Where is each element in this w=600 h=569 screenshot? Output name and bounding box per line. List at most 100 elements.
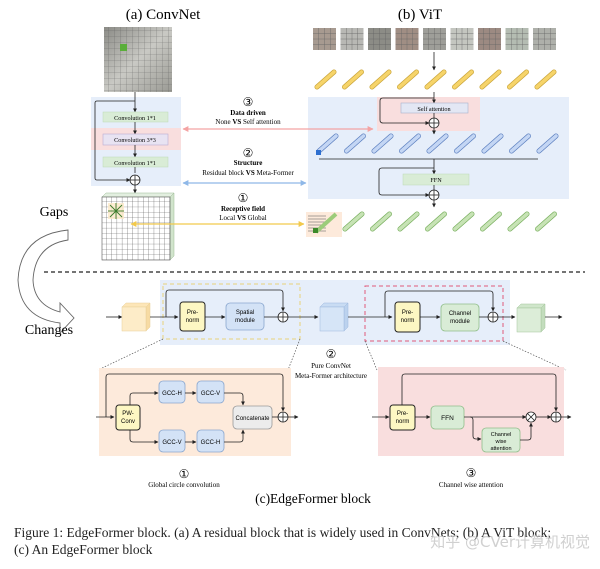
image-patch xyxy=(450,28,474,50)
cwa-label-3: attention xyxy=(490,446,511,452)
edgeformer-title: (c)EdgeFormer block xyxy=(255,491,371,506)
image-patch xyxy=(533,28,556,50)
conv-layer-1-label: Convolution 1*1 xyxy=(114,115,156,122)
zoom-lines xyxy=(97,338,567,371)
image-patch xyxy=(423,28,446,50)
token xyxy=(426,133,449,154)
token xyxy=(397,211,420,232)
vit-tokens-blue xyxy=(316,133,559,155)
gcc-add-icon xyxy=(277,411,289,423)
channel-prenorm-label-1: Pre- xyxy=(402,310,413,316)
svg-text:Channel wise attention: Channel wise attention xyxy=(439,481,504,489)
vit-patches xyxy=(313,28,556,50)
self-attention-box xyxy=(400,102,469,114)
input-cube xyxy=(121,302,151,332)
cwa-prenorm-label-1: Pre- xyxy=(397,411,408,417)
token xyxy=(344,133,366,154)
token xyxy=(481,133,504,154)
token xyxy=(507,69,529,90)
image-patch xyxy=(313,28,336,50)
channel-add-icon xyxy=(487,311,499,323)
gcc-h-bottom-label: GCC-H xyxy=(201,440,221,446)
gcc-v-bottom xyxy=(158,429,186,453)
convnet-feature-map xyxy=(101,192,175,261)
image-patch xyxy=(368,28,391,50)
middle-annotation: ② Pure ConvNet Meta-Former architecture xyxy=(295,347,367,380)
cwa-label-1: Channel xyxy=(491,432,512,438)
token xyxy=(369,69,392,90)
gcc-v-top-label: GCC-V xyxy=(201,391,220,397)
token xyxy=(509,133,531,154)
conv-layer-3 xyxy=(102,156,169,168)
watermark: 知乎 @CVer计算机视觉 xyxy=(430,533,590,551)
gaps-label: Gaps xyxy=(40,205,69,220)
token xyxy=(342,69,364,90)
caption-line-2: (c) An EdgeFormer block xyxy=(14,542,153,557)
token xyxy=(452,69,474,90)
svg-text:②: ② xyxy=(326,347,337,361)
svg-text:Residual block VS Meta-Former: Residual block VS Meta-Former xyxy=(202,169,294,177)
cwa-label-2: wise xyxy=(494,439,506,445)
token xyxy=(371,133,394,154)
spatial-label-1: Spatial xyxy=(236,310,254,316)
prenorm-label-2: norm xyxy=(186,318,200,324)
channel-label-2: module xyxy=(450,319,470,325)
vit-output-stack xyxy=(308,212,338,234)
pw-conv-box xyxy=(115,404,141,431)
gcc-h-top xyxy=(158,380,186,404)
token xyxy=(424,69,447,90)
figure-caption: Figure 1: EdgeFormer block. (a) A residu… xyxy=(14,524,594,558)
gcc-h-bottom xyxy=(196,429,225,453)
concatenate-box xyxy=(232,405,273,430)
token xyxy=(507,211,530,232)
channel-dashed-box xyxy=(364,285,504,342)
gcc-annotation: ① Global circle convolution xyxy=(148,467,220,489)
vit-title: (b) ViT xyxy=(398,7,442,23)
prenorm-box xyxy=(179,301,206,332)
cls-token xyxy=(316,150,321,155)
conv-layer-2 xyxy=(102,133,169,146)
convnet-title: (a) ConvNet xyxy=(126,7,201,23)
svg-text:None VS Self attention: None VS Self attention xyxy=(215,118,281,126)
ffn-box xyxy=(402,173,470,186)
image-patch xyxy=(340,28,364,50)
svg-text:②: ② xyxy=(243,146,254,160)
spatial-add-icon xyxy=(277,311,289,323)
gaps-to-changes-arrow xyxy=(17,229,75,335)
gap-data-driven: ③ Data driven None VS Self attention xyxy=(215,95,281,126)
svg-text:Global circle convolution: Global circle convolution xyxy=(148,481,220,489)
convnet-input-image xyxy=(104,27,172,92)
vit-tokens-green xyxy=(342,211,557,232)
cwa-ffn-label: FFN xyxy=(441,415,454,422)
channel-prenorm-box xyxy=(394,301,421,333)
changes-label: Changes xyxy=(25,323,73,338)
svg-text:Structure: Structure xyxy=(234,159,263,167)
channel-label-1: Channel xyxy=(449,311,471,317)
channel-module-box xyxy=(440,303,480,332)
intermediate-cube xyxy=(319,302,349,332)
image-patch xyxy=(395,28,419,50)
svg-text:①: ① xyxy=(179,467,190,481)
conv-layer-3-label: Convolution 1*1 xyxy=(114,160,156,167)
token xyxy=(314,69,337,90)
svg-text:③: ③ xyxy=(466,466,477,480)
token xyxy=(342,211,365,232)
token xyxy=(399,133,421,154)
output-cube xyxy=(516,303,546,333)
pw-conv-label-2: Conv xyxy=(121,419,135,425)
conv-layer-2-label: Convolution 3*3 xyxy=(114,137,156,144)
token xyxy=(534,69,557,90)
svg-text:Receptive field: Receptive field xyxy=(221,205,265,213)
token xyxy=(397,69,419,90)
image-patch xyxy=(478,28,501,50)
prenorm-label-1: Pre- xyxy=(187,310,198,316)
cwa-add-icon xyxy=(550,411,562,423)
svg-text:Meta-Former architecture: Meta-Former architecture xyxy=(295,372,367,380)
concatenate-label: Concatenate xyxy=(235,416,270,422)
token xyxy=(479,69,502,90)
caption-line-1: Figure 1: EdgeFormer block. (a) A residu… xyxy=(14,525,552,540)
convnet-add-icon xyxy=(129,174,141,186)
token xyxy=(454,133,476,154)
svg-text:①: ① xyxy=(238,191,249,205)
